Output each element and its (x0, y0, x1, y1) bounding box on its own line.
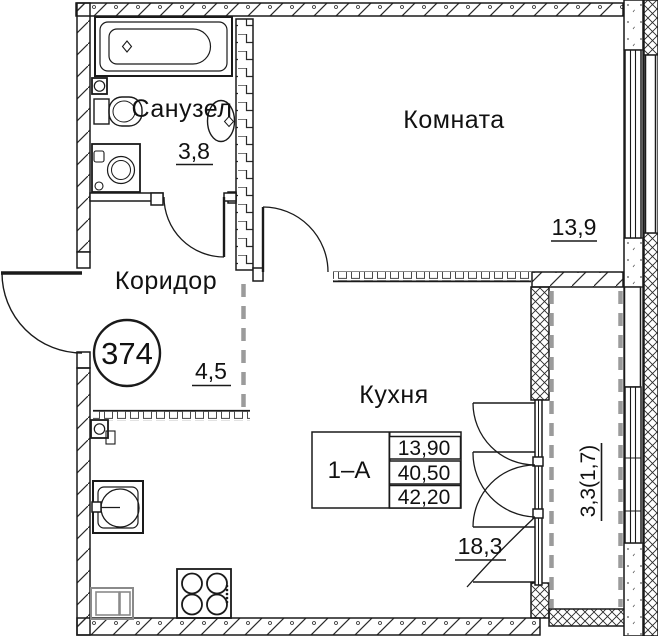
toilet-bowl (108, 96, 143, 127)
wall-bath-hinge-stub (223, 192, 237, 202)
apartment-number-badge: 374 (92, 318, 162, 388)
balcony-window-glazing (625, 387, 641, 543)
wall-left-upper-cap (76, 251, 91, 269)
sink-tap-base (91, 501, 102, 513)
toilet-tank (93, 98, 110, 125)
heater-circle (93, 423, 106, 435)
washing-machine-drawer (93, 150, 105, 163)
wall-kitchen-balcony (530, 286, 550, 401)
wall-bath-jamb (150, 192, 164, 206)
kitchen-fixtures (90, 419, 232, 620)
apartment-number-circle (92, 318, 162, 388)
wall-right-inner-c (623, 542, 644, 636)
wall-vent-foot (252, 267, 264, 282)
balcony-sash-tick-2 (532, 508, 544, 519)
wall-balcony-south (548, 608, 629, 627)
room-window-glazing (629, 50, 637, 238)
fridge-icon (90, 587, 134, 620)
bathroom-door-swing (163, 196, 225, 258)
fridge-outline (90, 587, 134, 620)
stud-partitions (93, 271, 531, 421)
label-bathroom: Санузел (132, 95, 233, 123)
wall-room-south (531, 271, 624, 288)
table-cell-1 (388, 435, 462, 460)
walls (75, 0, 658, 636)
washbasin-tap-icon (223, 115, 235, 128)
table-value-1: 13,90 (398, 437, 451, 460)
washing-machine-drum (106, 155, 136, 185)
unit-info-table: 1–А 13,90 40,50 42,20 (311, 431, 462, 509)
bathroom-fixtures (91, 16, 236, 193)
wall-balcony-stub (530, 582, 550, 619)
area-kitchen: 18,3 (458, 533, 503, 559)
doors (1, 196, 329, 354)
stove-knobs (225, 584, 229, 604)
unit-type-label: 1–А (328, 457, 371, 484)
bathtub-basin (108, 28, 212, 65)
wall-left-upper (76, 2, 91, 253)
fridge-door (119, 591, 131, 616)
label-kitchen: Кухня (359, 381, 428, 409)
heater-step (105, 430, 116, 445)
wall-right-outer-a (643, 0, 658, 56)
stove-burner-4 (206, 593, 228, 616)
wall-right-inner-b (623, 237, 644, 288)
entrance-door-swing (1, 272, 83, 354)
bathtub-icon (94, 16, 233, 77)
bathtub-drain-icon (121, 40, 133, 53)
wall-right-inner-a (623, 0, 644, 51)
room-labels: Санузел 3,8 Комната 13,9 Коридор 4,5 Кух… (115, 95, 603, 561)
water-riser-icon (91, 77, 108, 95)
washbasin-icon (206, 99, 236, 143)
table-value-2: 40,50 (398, 462, 451, 485)
bathtub-rim (99, 21, 228, 72)
washing-machine-icon (91, 143, 141, 193)
room-door-swing (262, 206, 329, 273)
hall-partition-teeth (93, 411, 250, 421)
water-riser-circle (93, 80, 106, 92)
washing-machine-knob (94, 181, 104, 191)
stove-burner-3 (181, 593, 203, 616)
balcony-sash-swing-2 (472, 451, 536, 518)
balcony-sash-lines (473, 402, 535, 583)
wall-bottom (76, 617, 541, 636)
stove-burner-2 (206, 572, 228, 595)
balcony-side-panel (623, 286, 642, 388)
table-value-3: 42,20 (398, 486, 451, 509)
room-partition-teeth (333, 272, 530, 281)
label-living-room: Комната (403, 106, 504, 134)
balcony-sash-swing-1 (472, 402, 536, 466)
dashed-lines (241, 284, 623, 608)
area-bathroom: 3,8 (178, 138, 210, 164)
area-balcony: 3,3(1,7) (577, 445, 600, 517)
table-cell-3 (388, 484, 462, 509)
balcony-sash-swing-3 (472, 464, 536, 528)
toilet-bowl-inner (112, 100, 136, 123)
heater-icon (90, 419, 109, 439)
fridge-body (95, 591, 120, 616)
wall-left-lower-cap (76, 351, 91, 369)
balcony-sash-tick-1 (532, 456, 544, 467)
label-hallway: Коридор (115, 267, 217, 295)
wall-vent-shaft (235, 18, 254, 271)
area-living-room: 13,9 (552, 214, 597, 240)
washing-machine-drum-inner (111, 160, 131, 180)
wall-left-lower (76, 367, 91, 636)
room-window-frame (624, 49, 642, 239)
windows (466, 49, 657, 588)
balcony-sash-swing-4 (466, 516, 536, 588)
balcony-window-frame (624, 386, 642, 544)
stove-burner-1 (181, 572, 203, 595)
wall-top (75, 2, 624, 17)
wall-right-outer-b (643, 232, 658, 636)
stove-icon (176, 568, 232, 619)
table-cell-2 (388, 460, 462, 485)
facade-glazing-panel (644, 54, 657, 234)
apartment-number: 374 (101, 336, 153, 371)
area-hallway: 4,5 (195, 358, 227, 384)
